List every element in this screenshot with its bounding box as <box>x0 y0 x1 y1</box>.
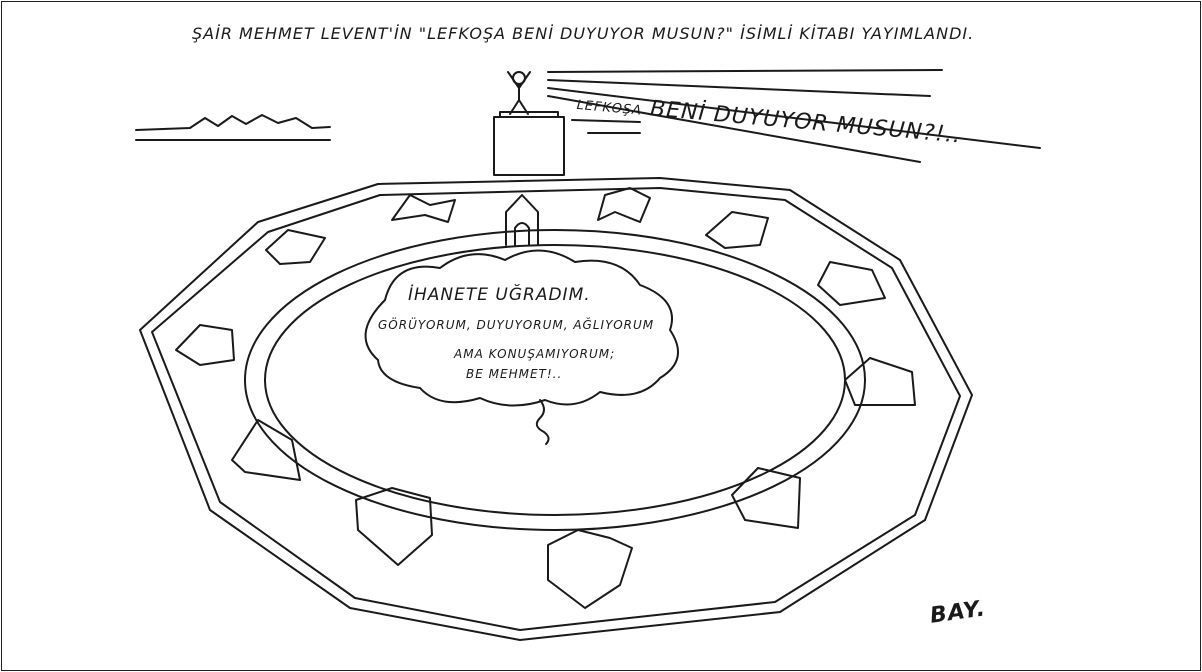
speech-line-3: AMA KONUŞAMIYORUM; <box>454 347 616 361</box>
caption: ŞAİR MEHMET LEVENT'İN "LEFKOŞA BENİ DUYU… <box>192 24 975 43</box>
speech-bubble <box>364 249 679 445</box>
outer-wall <box>139 177 973 641</box>
city-gate <box>505 194 539 246</box>
speech-line-2: GÖRÜYORUM, DUYUYORUM, AĞLIYORUM <box>378 318 655 332</box>
sound-lines <box>547 69 1041 163</box>
bastions <box>175 187 916 609</box>
monument-pedestal <box>493 111 565 176</box>
mountains <box>135 114 641 141</box>
shout-prefix: LEFKOŞA <box>575 97 643 119</box>
shouting-figure <box>507 71 531 115</box>
speech-line-4: BE MEHMET!.. <box>466 367 563 381</box>
speech-line-1: İHANETE UĞRADIM. <box>408 285 591 305</box>
